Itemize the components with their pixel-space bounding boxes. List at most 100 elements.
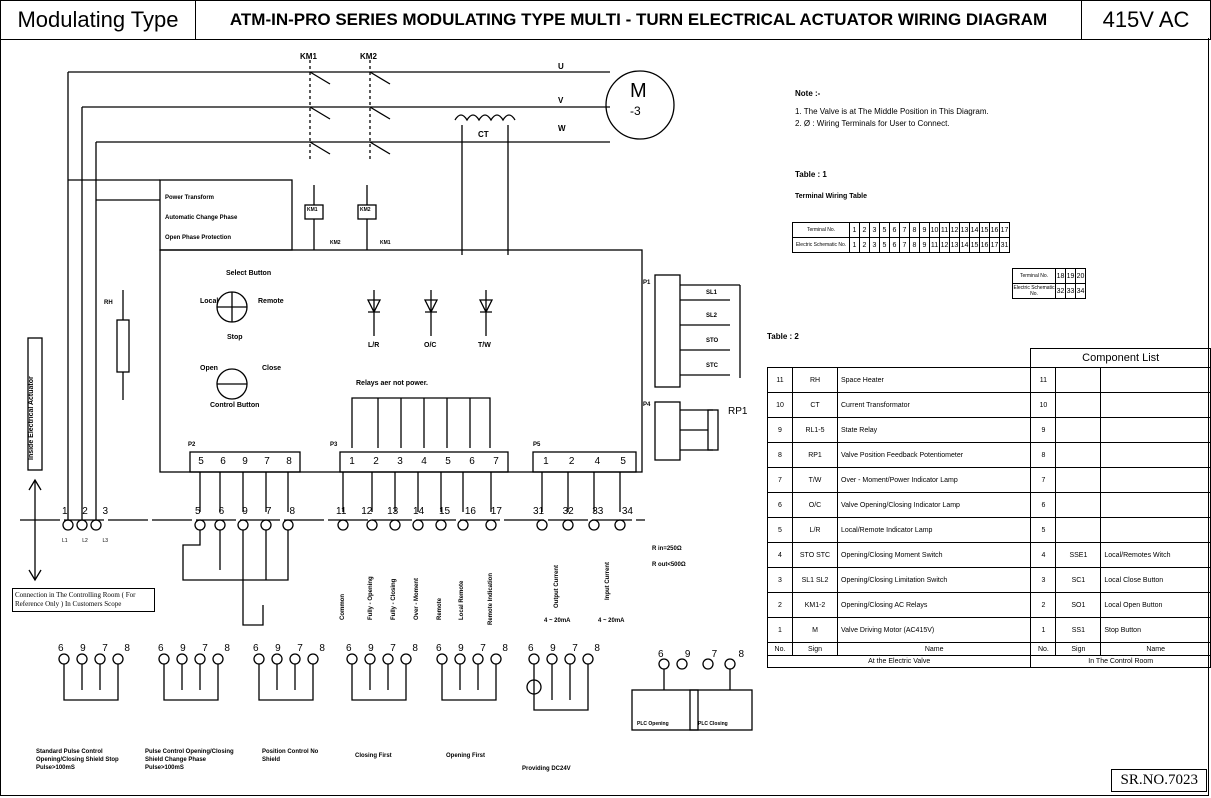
mode-caption-6: Providing DC24V	[522, 766, 571, 772]
rh-label: RH	[104, 300, 113, 306]
bo-t: 31	[533, 506, 545, 517]
cell: 14	[969, 222, 980, 238]
cell: 7	[899, 237, 910, 253]
cell: 19	[1065, 268, 1076, 284]
table-cell	[1100, 392, 1211, 418]
table-cell: 10	[767, 392, 793, 418]
p3-t: 4	[421, 456, 427, 467]
bm-t: 7	[265, 506, 272, 517]
bl-s: L1	[62, 538, 68, 544]
bl-s: L3	[102, 538, 108, 544]
table-cell	[1055, 442, 1102, 468]
footer-right: In The Control Room	[1030, 655, 1211, 668]
serial-number: SR.NO.7023	[1111, 769, 1207, 792]
bm-t: 8	[289, 506, 295, 517]
table-cell: Local/Remote Indicator Lamp	[836, 517, 1032, 543]
footer-left: At the Electric Valve	[766, 655, 1032, 668]
table-header: Component List	[768, 348, 1211, 368]
p2-label: P2	[188, 442, 196, 448]
bm-t: 9	[242, 506, 248, 517]
table-cell: Valve Position Feedback Potentiometer	[836, 442, 1032, 468]
br-t: 15	[438, 506, 451, 517]
cell: 2	[859, 222, 870, 238]
p3-t: 2	[373, 456, 379, 467]
table-cell: 3	[767, 567, 793, 593]
row-label: Electric Schematic No.	[1012, 283, 1056, 299]
cell: 33	[1065, 283, 1076, 299]
km1-coil-label: KM1	[307, 207, 318, 213]
mode-caption-5: Opening First	[446, 753, 485, 759]
table-cell: RP1	[792, 442, 838, 468]
open-label: Open	[200, 365, 218, 372]
terminal-circles	[62, 519, 626, 531]
table-cell: 5	[767, 517, 793, 543]
open-phase-protection: Open Phase Protection	[165, 235, 232, 241]
inside-label-box	[27, 337, 43, 471]
cell: 9	[919, 237, 930, 253]
potentiometer	[707, 409, 719, 451]
p1-label: P1	[643, 280, 651, 286]
table-cell: 10	[1030, 392, 1057, 418]
p3-t: 6	[469, 456, 475, 467]
table-cell: M	[792, 617, 838, 643]
table-cell: 4	[1030, 542, 1057, 568]
p5-t: 4	[594, 456, 601, 467]
mode-t: 8	[319, 643, 325, 654]
table-cell: 9	[767, 417, 793, 443]
bo-t: 34	[621, 506, 633, 517]
p5-t: 1	[543, 456, 549, 467]
motor-phase: -3	[630, 104, 641, 118]
mode-caption-3: Position Control No Shield	[262, 749, 319, 763]
mode-t: 9	[80, 643, 86, 654]
cell: 13	[959, 222, 970, 238]
mode-caption-4: Closing First	[355, 753, 392, 759]
control-button-label: Control Button	[210, 402, 260, 409]
bo-t: 33	[592, 506, 604, 517]
br-t: 17	[490, 506, 502, 517]
table-cell: Over - Moment/Power Indicator Lamp	[836, 467, 1032, 493]
p3-t: 7	[493, 456, 499, 467]
cell: 32	[1055, 283, 1066, 299]
power-transform: Power Transform	[165, 195, 215, 201]
mode-t: 6	[658, 649, 664, 660]
mode-t: 6	[253, 643, 259, 654]
mode-t: 6	[158, 643, 164, 654]
signal-fully-closing: Fully - Closing	[391, 578, 397, 620]
mode-t: 6	[528, 643, 534, 654]
p2-t: 9	[242, 456, 248, 467]
mode-t: 7	[572, 643, 578, 654]
mode-t: 7	[390, 643, 396, 654]
table-cell: Valve Driving Motor (AC415V)	[836, 617, 1032, 643]
table-cell: T/W	[792, 467, 838, 493]
mode-t: 8	[502, 643, 508, 654]
table-cell	[1055, 517, 1102, 543]
cell: 10	[929, 222, 940, 238]
cell: 34	[1075, 283, 1086, 299]
br-t: 12	[361, 506, 373, 517]
cell: 8	[909, 237, 920, 253]
table-cell: 8	[767, 442, 793, 468]
signal-over-moment: Over - Moment	[414, 577, 420, 620]
p2-strip	[189, 451, 301, 473]
sl2-label: SL2	[706, 313, 718, 319]
table-cell: 3	[1030, 567, 1057, 593]
p5-t: 2	[568, 456, 575, 467]
cell: 12	[949, 222, 960, 238]
sl1-label: SL1	[706, 290, 718, 296]
signal-fully-opening: Fully - Opening	[368, 576, 374, 620]
cell: 8	[909, 222, 920, 238]
stop-label: Stop	[227, 334, 243, 341]
input-current-label: Input Current	[605, 562, 611, 600]
